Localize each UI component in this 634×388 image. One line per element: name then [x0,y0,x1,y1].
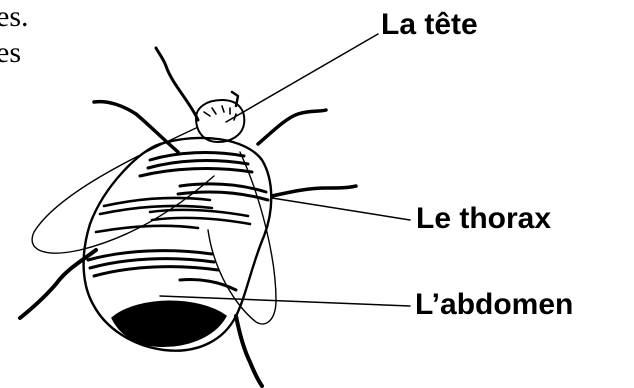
label-thorax: Le thorax [416,204,551,234]
leader-line-head [226,34,378,122]
leg-back-right [236,316,262,386]
thorax-stripes [140,153,268,200]
leg-mid-right [272,186,356,196]
leader-line-thorax [272,198,410,220]
label-abdomen: L’abdomen [415,290,573,320]
middle-stripes [96,198,250,232]
label-head: La tête [381,10,478,40]
left-wing [32,128,214,253]
antenna-left [156,48,198,120]
leg-front-left [94,102,178,152]
leg-front-right [258,110,326,144]
